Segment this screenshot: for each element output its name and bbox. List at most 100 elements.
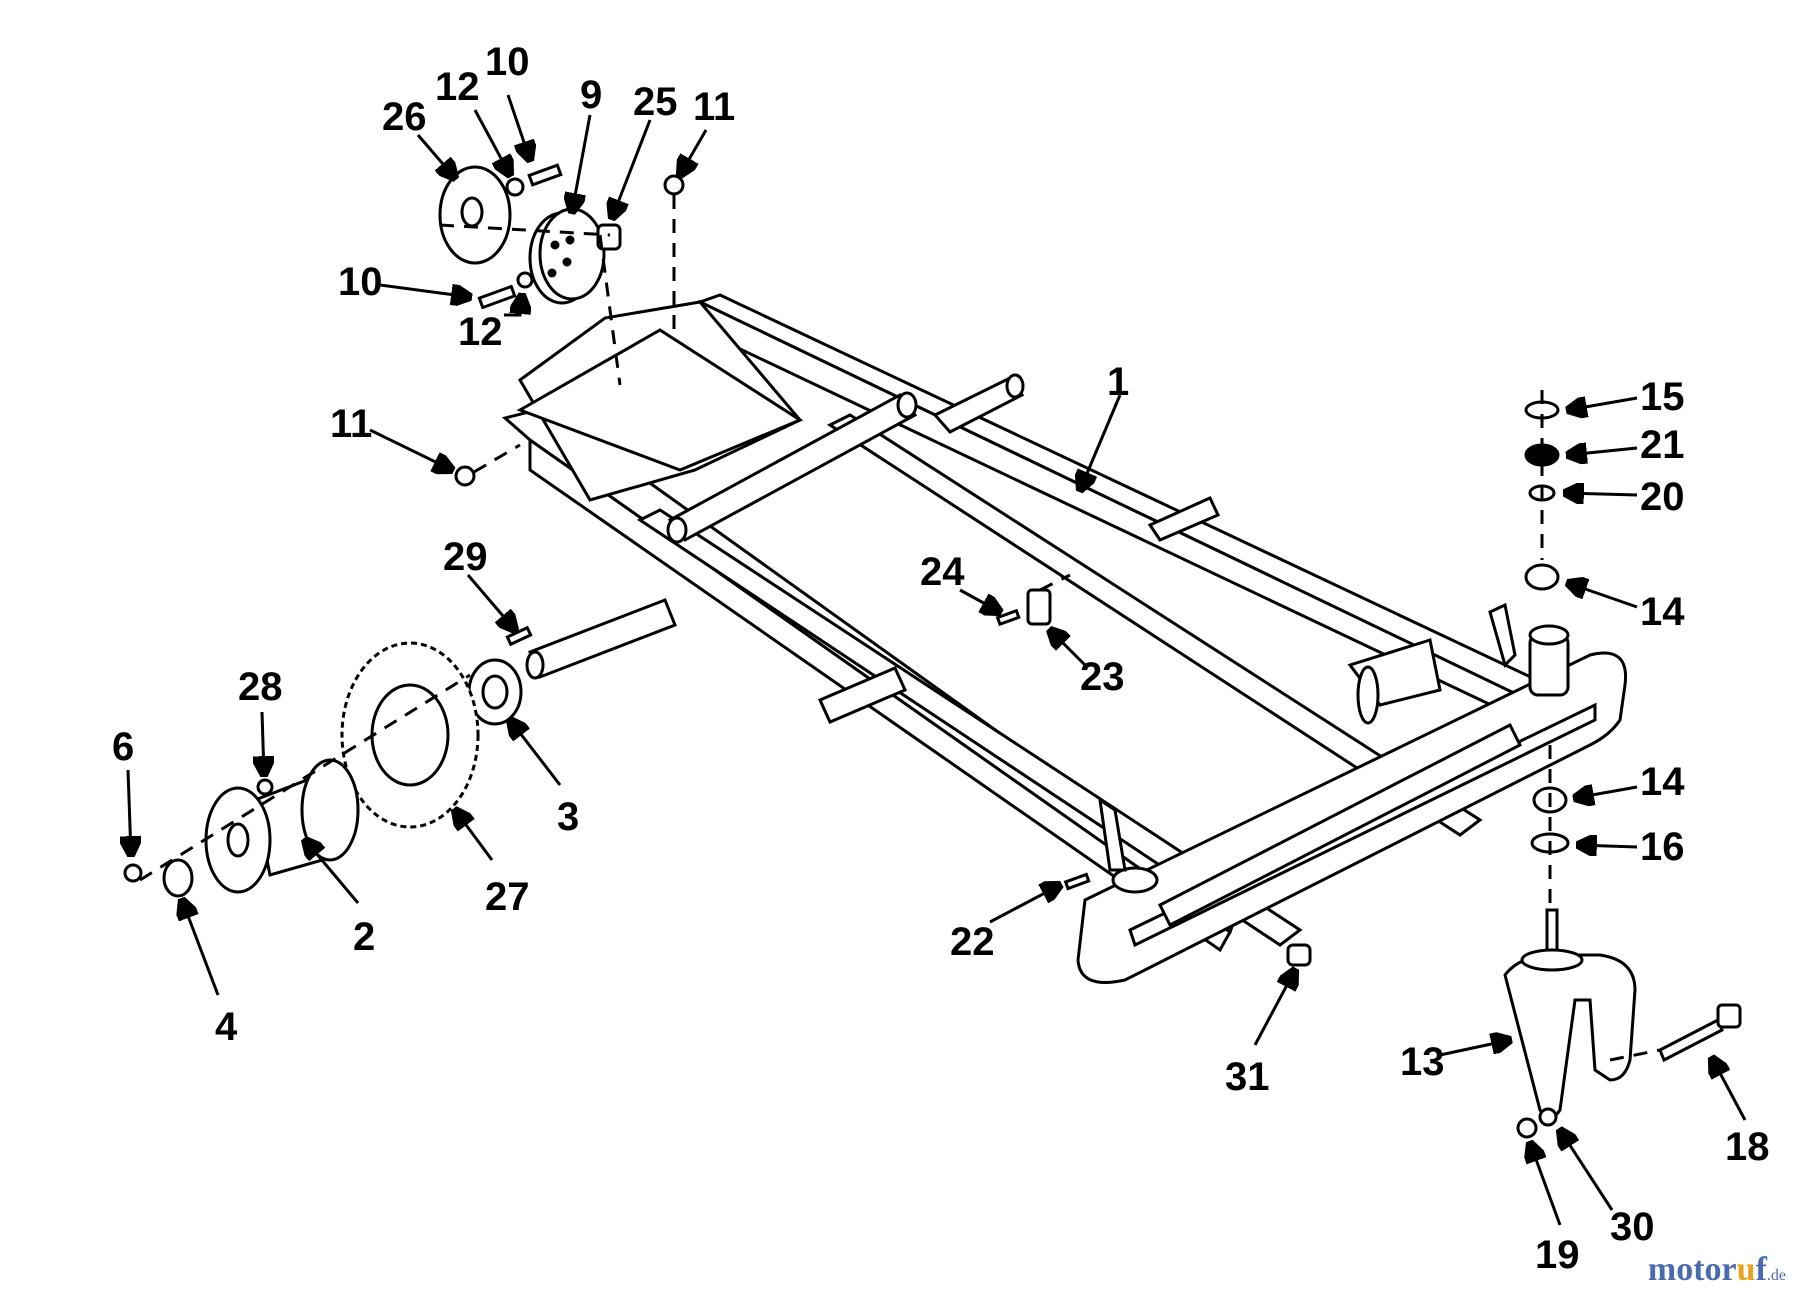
callout-31: 31 xyxy=(1225,1055,1270,1099)
callout-26: 26 xyxy=(382,95,427,139)
pulley-9-dot-3 xyxy=(547,268,557,278)
callout-18: 18 xyxy=(1725,1125,1770,1169)
leader-24 xyxy=(959,588,1000,612)
frame-inner-left-rail xyxy=(637,508,1303,947)
callout-22: 22 xyxy=(950,920,995,964)
nut-6 xyxy=(123,863,143,883)
washer-12-bottom xyxy=(516,271,534,289)
callout-14a: 14 xyxy=(1640,590,1685,634)
bracket-23 xyxy=(1026,588,1052,626)
leader-11b xyxy=(369,428,452,470)
leader-4 xyxy=(182,900,220,996)
leader-1 xyxy=(1080,394,1122,490)
leader-2 xyxy=(305,840,360,904)
screw-24 xyxy=(995,608,1021,627)
nut-11-left xyxy=(454,465,476,487)
sprocket-27-hub xyxy=(370,683,450,787)
callout-9: 9 xyxy=(580,73,602,117)
screw-22 xyxy=(1063,872,1091,891)
leader-26 xyxy=(416,134,455,178)
kingpin-left-bracket xyxy=(1098,796,1127,872)
pulley-9-dot-2 xyxy=(562,257,572,267)
watermark-suffix: .de xyxy=(1766,1267,1786,1284)
spindle-13 xyxy=(1503,953,1637,1119)
callout-16: 16 xyxy=(1640,825,1685,869)
callout-27: 27 xyxy=(485,875,530,919)
axle-shaft-end xyxy=(525,650,545,680)
leader-27 xyxy=(455,810,494,861)
leader-21 xyxy=(1568,448,1638,455)
leader-23 xyxy=(1050,630,1087,667)
dash-hub-axle xyxy=(139,673,471,882)
callout-24: 24 xyxy=(920,550,965,594)
frame-inner-right-rail xyxy=(826,413,1483,837)
bolt-18 xyxy=(1658,1017,1724,1063)
callout-3: 3 xyxy=(557,795,579,839)
pulley-assembly xyxy=(438,163,685,487)
callout-14b: 14 xyxy=(1640,760,1685,804)
frame-stub-mid xyxy=(1147,496,1221,542)
callout-28: 28 xyxy=(238,665,283,709)
callout-1: 1 xyxy=(1107,360,1129,404)
leader-29 xyxy=(466,574,515,630)
dash-spindle-bolt xyxy=(1609,1048,1661,1062)
leader-10a xyxy=(506,94,530,160)
bolt-18-head xyxy=(1716,1003,1742,1029)
leader-14a xyxy=(1568,583,1638,609)
plug-31 xyxy=(1286,943,1312,967)
callout-25: 25 xyxy=(633,80,678,124)
callout-11a: 11 xyxy=(693,85,735,129)
leader-11a xyxy=(680,129,708,175)
axle-shaft xyxy=(528,598,677,679)
leader-16 xyxy=(1578,845,1638,847)
frame-rear-axle xyxy=(932,376,1025,434)
leader-3 xyxy=(510,720,562,786)
frame-sprocket xyxy=(1356,665,1380,725)
leader-14b xyxy=(1575,787,1638,798)
callout-11b: 11 xyxy=(330,402,372,446)
callout-29: 29 xyxy=(443,535,488,579)
bearing-14-top xyxy=(1524,563,1560,591)
bolt-28 xyxy=(256,778,274,796)
leader-13 xyxy=(1439,1040,1510,1057)
nut-11-top xyxy=(663,174,685,196)
frame-stub-left xyxy=(817,666,908,724)
leader-9 xyxy=(572,114,592,212)
callout-12a: 12 xyxy=(435,65,480,109)
dash-nut11-left xyxy=(473,443,521,474)
bolt-10-bottom xyxy=(477,284,517,310)
callout-2: 2 xyxy=(353,915,375,959)
pulley-9-rim xyxy=(538,207,606,301)
rear-hub-assembly xyxy=(123,598,677,898)
leader-18 xyxy=(1712,1058,1747,1121)
leader-6 xyxy=(128,769,131,855)
hub-2-bore xyxy=(226,822,250,858)
leader-lines xyxy=(128,94,1747,1226)
kingpin-tube-top xyxy=(1528,624,1570,646)
washer-12-top xyxy=(505,177,525,197)
callout-10a: 10 xyxy=(485,40,530,84)
cap-4 xyxy=(162,858,194,898)
watermark-logo: motoruf.de xyxy=(1648,1251,1786,1289)
watermark-main-b: f xyxy=(1755,1251,1767,1288)
frame-cross-tube-end xyxy=(666,516,688,544)
pulley-26-hub xyxy=(460,196,484,228)
leader-30 xyxy=(1560,1130,1614,1211)
callout-30: 30 xyxy=(1610,1205,1655,1249)
leader-28 xyxy=(262,711,264,775)
callout-21: 21 xyxy=(1640,423,1685,467)
dash-pulley-frame xyxy=(598,234,622,386)
kingpin-left xyxy=(1111,866,1159,894)
dash-pulley-bolts xyxy=(439,223,611,237)
callout-15: 15 xyxy=(1640,375,1685,419)
spindle-13-top xyxy=(1520,948,1584,972)
pulley-9-dot-4 xyxy=(565,235,575,245)
frame-rear-axle-end xyxy=(1005,373,1025,399)
watermark-accent: u xyxy=(1736,1251,1756,1288)
leader-31 xyxy=(1253,970,1295,1046)
callout-23: 23 xyxy=(1080,655,1125,699)
leader-22 xyxy=(989,885,1060,924)
center-parts xyxy=(995,588,1312,967)
callout-4: 4 xyxy=(215,1005,238,1049)
leader-15 xyxy=(1568,398,1638,410)
